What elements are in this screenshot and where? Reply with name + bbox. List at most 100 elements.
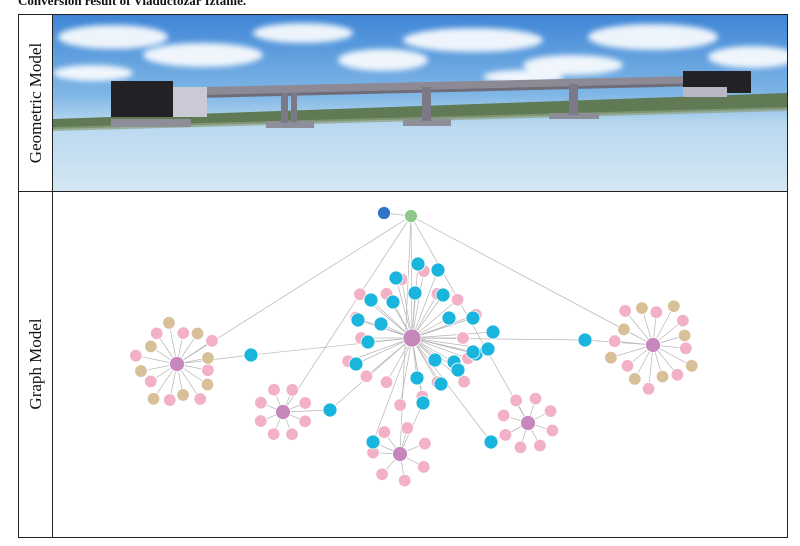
- leaf-node[interactable]: [144, 374, 158, 389]
- element-node[interactable]: [385, 294, 401, 310]
- element-node[interactable]: [407, 285, 423, 301]
- leaf-node[interactable]: [635, 301, 649, 315]
- leaf-node[interactable]: [607, 334, 622, 348]
- leaf-node[interactable]: [266, 427, 281, 441]
- leaf-node[interactable]: [604, 350, 618, 365]
- leaf-node[interactable]: [641, 382, 656, 396]
- leaf-node[interactable]: [193, 392, 207, 406]
- element-node[interactable]: [465, 310, 481, 326]
- group-hub-node[interactable]: [169, 356, 185, 372]
- leaf-node[interactable]: [285, 383, 300, 397]
- piers: [281, 84, 578, 123]
- element-node[interactable]: [363, 292, 379, 308]
- leaf-node[interactable]: [628, 372, 642, 386]
- element-node[interactable]: [322, 402, 338, 418]
- leaf-node[interactable]: [498, 428, 513, 442]
- leaf-node[interactable]: [393, 398, 407, 412]
- leaf-node[interactable]: [176, 388, 190, 402]
- leaf-node[interactable]: [618, 304, 632, 318]
- leaf-node[interactable]: [528, 391, 543, 406]
- group-hub-node[interactable]: [520, 415, 536, 431]
- group-hub-node[interactable]: [402, 328, 422, 348]
- leaf-node[interactable]: [457, 375, 471, 389]
- element-node[interactable]: [388, 270, 404, 286]
- leaf-node[interactable]: [685, 359, 699, 373]
- leaf-node[interactable]: [509, 393, 523, 408]
- leaf-node[interactable]: [676, 313, 690, 328]
- leaf-node[interactable]: [134, 364, 148, 378]
- element-node[interactable]: [427, 352, 443, 368]
- element-node[interactable]: [365, 434, 381, 450]
- leaf-node[interactable]: [617, 322, 631, 337]
- graph-edge: [411, 269, 439, 339]
- leaf-node[interactable]: [456, 331, 470, 345]
- element-node[interactable]: [433, 376, 449, 392]
- element-node[interactable]: [450, 362, 466, 378]
- leaf-node[interactable]: [254, 414, 268, 428]
- leaf-node[interactable]: [298, 414, 312, 429]
- leaf-node[interactable]: [377, 425, 391, 439]
- leaf-node[interactable]: [416, 460, 431, 474]
- element-node[interactable]: [480, 341, 496, 357]
- element-node[interactable]: [435, 287, 451, 303]
- element-node[interactable]: [348, 356, 364, 372]
- leaf-node[interactable]: [353, 287, 367, 301]
- leaf-node[interactable]: [450, 293, 465, 307]
- project-node[interactable]: [404, 209, 418, 223]
- leaf-node[interactable]: [144, 339, 158, 354]
- element-node[interactable]: [410, 256, 426, 272]
- leaf-node[interactable]: [285, 427, 299, 441]
- leaf-node[interactable]: [359, 369, 374, 383]
- leaf-node[interactable]: [543, 404, 558, 418]
- root-node[interactable]: [377, 206, 391, 220]
- leaf-node[interactable]: [677, 328, 692, 343]
- leaf-node[interactable]: [649, 305, 663, 319]
- leaf-node[interactable]: [620, 359, 635, 373]
- leaf-node[interactable]: [679, 341, 693, 355]
- group-hub-node[interactable]: [275, 404, 291, 420]
- leaf-node[interactable]: [162, 316, 176, 330]
- leaf-node[interactable]: [400, 421, 415, 435]
- element-node[interactable]: [577, 332, 593, 348]
- leaf-node[interactable]: [267, 383, 281, 397]
- leaf-node[interactable]: [670, 368, 685, 382]
- element-node[interactable]: [430, 262, 446, 278]
- element-node[interactable]: [350, 312, 366, 328]
- column-divider: [52, 14, 53, 538]
- leaf-node[interactable]: [667, 299, 681, 313]
- leaf-node[interactable]: [496, 408, 511, 423]
- leaf-node[interactable]: [375, 467, 389, 481]
- element-node[interactable]: [441, 310, 457, 326]
- leaf-node[interactable]: [129, 348, 143, 363]
- leaf-node[interactable]: [146, 392, 161, 406]
- element-node[interactable]: [373, 316, 389, 332]
- element-node[interactable]: [485, 324, 501, 340]
- group-hub-node[interactable]: [392, 446, 408, 462]
- leaf-node[interactable]: [513, 440, 528, 455]
- element-node[interactable]: [415, 395, 431, 411]
- element-node[interactable]: [483, 434, 499, 450]
- leaf-node[interactable]: [418, 436, 432, 451]
- leaf-node[interactable]: [298, 396, 312, 410]
- leaf-node[interactable]: [176, 326, 190, 340]
- leaf-node[interactable]: [190, 326, 205, 341]
- leaf-node[interactable]: [162, 393, 177, 407]
- element-node[interactable]: [465, 344, 481, 360]
- leaf-node[interactable]: [200, 377, 215, 392]
- leaf-node[interactable]: [379, 375, 394, 389]
- bridge-deck: [113, 75, 743, 97]
- leaf-node[interactable]: [205, 334, 219, 348]
- leaf-node[interactable]: [397, 473, 412, 488]
- element-node[interactable]: [243, 347, 259, 363]
- leaf-node[interactable]: [201, 363, 215, 377]
- leaf-node[interactable]: [201, 351, 215, 365]
- element-node[interactable]: [409, 370, 425, 386]
- leaf-node[interactable]: [545, 423, 560, 438]
- leaf-node[interactable]: [149, 326, 164, 341]
- group-hub-node[interactable]: [645, 337, 661, 353]
- element-node[interactable]: [360, 334, 376, 350]
- row-divider: [18, 191, 788, 192]
- leaf-node[interactable]: [655, 369, 670, 384]
- leaf-node[interactable]: [533, 438, 547, 453]
- leaf-node[interactable]: [254, 395, 268, 410]
